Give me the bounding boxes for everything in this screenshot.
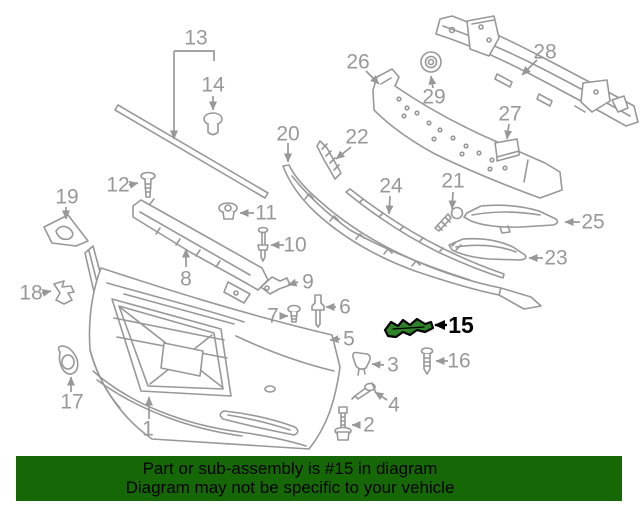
- part-19-corner-cover: [43, 214, 89, 247]
- part-7-screw: [287, 304, 301, 323]
- callout-leader-18: [41, 288, 52, 297]
- callout-leader-27: [504, 123, 513, 140]
- callout-label-9: 9: [302, 271, 314, 294]
- callout-label-16: 16: [447, 350, 470, 373]
- callout-label-5: 5: [343, 328, 355, 351]
- callout-label-10: 10: [283, 234, 306, 257]
- callout-leader-21: [448, 191, 457, 210]
- callout-label-21: 21: [441, 170, 464, 193]
- callout-leader-28: [521, 59, 538, 76]
- part-23-trim: [448, 237, 527, 261]
- part-12-screw: [140, 171, 156, 198]
- part-17-towhook-cover: [57, 345, 79, 375]
- callout-leader-24: [385, 195, 394, 215]
- notice-banner-line1: Part or sub-assembly is #15 in diagram: [142, 459, 438, 478]
- callout-label-20: 20: [276, 123, 299, 146]
- callout-leader-26: [365, 70, 380, 85]
- callout-leader-22: [335, 146, 352, 160]
- callout-label-8: 8: [180, 268, 192, 291]
- part-21-bolt: [434, 206, 464, 232]
- callout-label-13: 13: [184, 27, 207, 50]
- callout-label-27: 27: [498, 103, 521, 126]
- part-15-bracket-highlighted: [383, 317, 435, 339]
- callout-leader-9: [287, 278, 299, 287]
- callout-label-22: 22: [345, 126, 368, 149]
- callout-label-18: 18: [19, 282, 42, 305]
- callout-label-23: 23: [544, 247, 567, 270]
- part-2-bolt: [334, 406, 352, 441]
- callout-label-4: 4: [388, 394, 400, 417]
- callout-label-7: 7: [267, 305, 279, 328]
- callout-label-3: 3: [387, 354, 399, 377]
- callout-label-2: 2: [363, 414, 375, 437]
- callout-leader-13: [174, 50, 215, 61]
- part-20-lower-molding: [282, 164, 542, 310]
- part-29-nut: [420, 51, 442, 73]
- part-10-screw: [257, 226, 269, 262]
- part-14-clip: [203, 112, 223, 136]
- part-28-bumper-reinforcement: [435, 15, 639, 127]
- callout-leader-lines: [41, 50, 580, 429]
- callout-leader-3: [371, 360, 385, 369]
- part-26-energy-absorber: [372, 68, 563, 199]
- part-11-grommet: [218, 202, 238, 220]
- part-22-trim-strip: [316, 140, 342, 180]
- part-18-bracket: [53, 280, 75, 305]
- callout-label-26: 26: [346, 51, 369, 74]
- callout-leader-12: [128, 180, 139, 189]
- callout-label-29: 29: [422, 86, 445, 109]
- notice-banner: Part or sub-assembly is #15 in diagram D…: [16, 456, 622, 501]
- callout-label-28: 28: [533, 41, 556, 64]
- part-16-screw: [420, 347, 434, 375]
- callout-label-11: 11: [255, 202, 277, 225]
- callout-label-25: 25: [581, 211, 604, 234]
- part-6-pin: [311, 294, 325, 328]
- callout-leader-29: [428, 75, 437, 89]
- callout-leader-5: [329, 335, 341, 344]
- callout-label-15: 15: [448, 312, 474, 338]
- part-13-molding-strip: [114, 104, 269, 199]
- part-3-clip: [352, 351, 371, 376]
- callout-label-12: 12: [106, 174, 129, 197]
- callout-label-19: 19: [55, 186, 78, 209]
- part-4-clip: [351, 382, 377, 400]
- notice-banner-line2: Diagram may not be specific to your vehi…: [125, 478, 455, 497]
- callout-label-17: 17: [60, 391, 83, 414]
- callout-label-6: 6: [339, 296, 351, 319]
- callout-leader-4: [374, 391, 388, 401]
- part-27-pad: [494, 138, 520, 162]
- callout-label-14: 14: [201, 74, 225, 97]
- part-25-trim: [463, 204, 559, 234]
- callout-label-24: 24: [379, 175, 403, 198]
- callout-label-1: 1: [142, 418, 154, 441]
- part-24-trim-strip: [345, 188, 505, 279]
- part-8-grille-upper-rail: [132, 198, 269, 304]
